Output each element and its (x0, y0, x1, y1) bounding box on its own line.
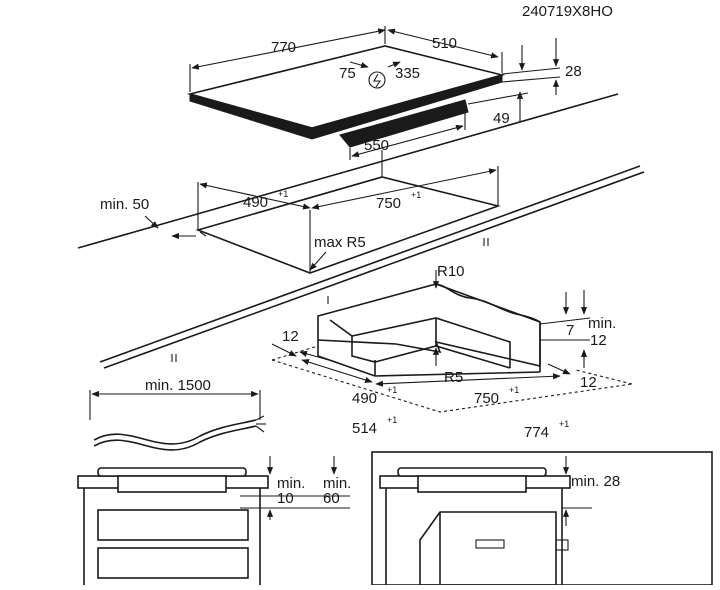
dim-inner-radius: R5 (444, 369, 463, 386)
worktop-front-edge (99, 165, 641, 363)
dim-gap-b: 60 (323, 490, 340, 507)
dim-conn-x-line (349, 61, 369, 69)
dim-ledge-right: 12 (580, 374, 597, 391)
install-right-illustration: min. 28 (371, 451, 713, 586)
cable-wire (255, 425, 265, 433)
ext-line (467, 92, 529, 105)
dim-gap: min. 28 (571, 473, 620, 490)
dim-hob-depth-line (387, 28, 499, 59)
dim-ledge-left: 12 (282, 328, 299, 345)
drawer-front (97, 509, 249, 541)
dim-inner-depth-line (301, 359, 373, 383)
dim-box-width: 550 (364, 137, 389, 154)
dim-recess-depth: 7 (566, 322, 574, 339)
dim-ledge-right-arrow (547, 363, 571, 375)
recess-outer-dashed (271, 345, 319, 361)
cutout-inner-edge (199, 231, 207, 237)
dim-hob-width: 770 (271, 39, 296, 56)
dim-cutout-depth: 490 (243, 194, 268, 211)
dim-ledge-height: 12 (590, 332, 607, 349)
cutout-outline (195, 176, 501, 274)
dim-outer-depth: 514 (352, 420, 377, 437)
dim-min-label: min. (588, 315, 616, 332)
ext-line (539, 317, 591, 325)
dim-conn-x: 75 (339, 65, 356, 82)
dim-gap-b-label: min. (323, 475, 351, 492)
dim-inner-depth: 490 (352, 390, 377, 407)
power-cable-edge (93, 425, 257, 451)
oven-knob (555, 539, 569, 551)
recess-ledge-lower (351, 336, 511, 369)
dim-cutout-depth-tol: +1 (278, 189, 288, 199)
dim-box-width-line (351, 124, 464, 158)
dim-corner-radius: max R5 (314, 234, 366, 251)
dim-conn-y: 335 (395, 65, 420, 82)
hob-body-left (117, 475, 227, 493)
flush-recess-illustration: R10 R5 7 min. 12 12 12 490 +1 750 +1 514… (271, 263, 633, 441)
hob-illustration: 770 510 75 335 28 49 550 (186, 26, 582, 160)
worktop-front-edge-lower (103, 171, 645, 369)
dim-outer-width-tol: +1 (559, 419, 569, 429)
hob-body-right (417, 475, 527, 493)
dim-inner-depth-tol: +1 (387, 385, 397, 395)
recess-outer-dashed (271, 359, 633, 413)
hob-glass-right (397, 467, 547, 477)
worktop-back-edge (77, 93, 619, 249)
dim-hob-thickness: 28 (565, 63, 582, 80)
hob-glass-left (97, 467, 247, 477)
dim-gap-a-label: min. (277, 475, 305, 492)
dim-conn-y-line (387, 61, 401, 68)
recess-outer-dashed (575, 369, 633, 385)
worktop-cutout-illustration: 490 +1 750 +1 min. 50 max R5 (77, 93, 645, 369)
dim-inner-width-tol: +1 (509, 385, 519, 395)
dim-min-edge-arrow (144, 215, 159, 229)
dim-ledge-left-arrow (271, 343, 297, 357)
ext-line (501, 67, 561, 75)
dim-hob-depth: 510 (432, 35, 457, 52)
dim-cutout-width-tol: +1 (411, 190, 421, 200)
dim-box-height: 49 (493, 110, 510, 127)
ext-line (501, 76, 561, 83)
dim-inner-width: 750 (474, 390, 499, 407)
drawing-code: 240719X8HO (522, 3, 613, 20)
dim-cutout-depth-line (199, 182, 311, 210)
dim-cutout-width-line (311, 168, 497, 210)
power-cable (93, 419, 257, 445)
dim-outer-width: 774 (524, 424, 549, 441)
drawer-front (97, 547, 249, 579)
dim-outer-depth-tol: +1 (387, 415, 397, 425)
dim-radius-arrow (309, 251, 327, 271)
install-left-illustration: min. 10 min. 60 (77, 456, 351, 585)
dim-cutout-width: 750 (376, 195, 401, 212)
dim-hob-width-line (191, 28, 386, 70)
dim-cable-length: min. 1500 (145, 377, 211, 394)
oven-handle (475, 539, 505, 549)
recess-top-edge (435, 283, 541, 323)
lightning-icon (373, 73, 382, 88)
dim-min-edge: min. 50 (100, 196, 149, 213)
dim-inner-width-line (375, 373, 561, 387)
cable-wire (255, 415, 265, 421)
dim-gap-a: 10 (277, 490, 294, 507)
cable-illustration: min. 1500 (89, 377, 266, 451)
power-connection-icon (368, 71, 386, 89)
dim-outer-radius: R10 (437, 263, 465, 280)
